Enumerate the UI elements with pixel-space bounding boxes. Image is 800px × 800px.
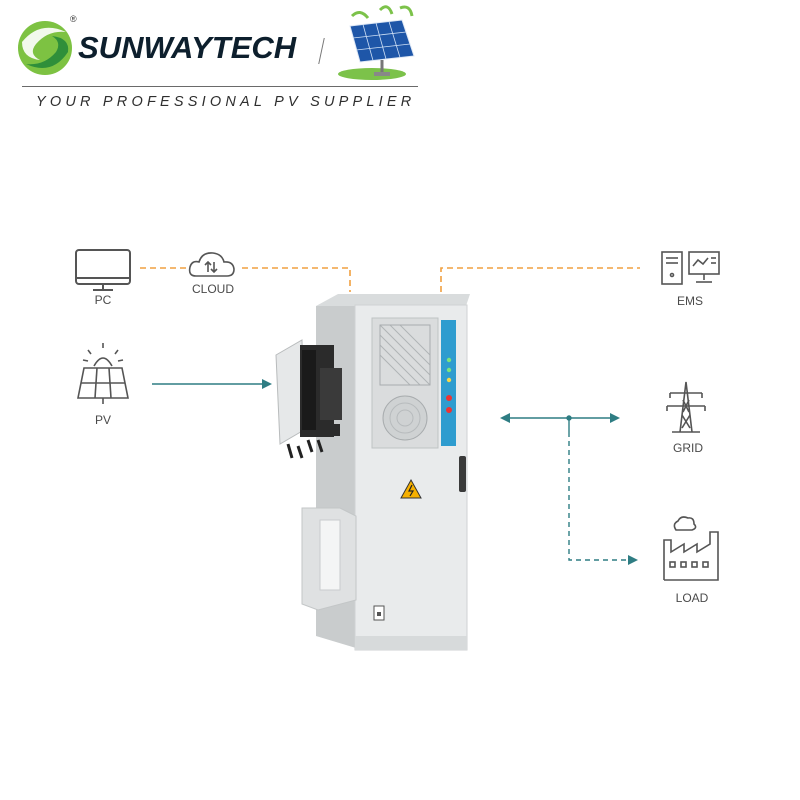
pv-label: PV bbox=[94, 413, 111, 427]
load-label: LOAD bbox=[675, 591, 709, 605]
brand-name: SUNWAYTECH bbox=[78, 30, 297, 65]
ems-label: EMS bbox=[676, 294, 703, 308]
grid-label: GRID bbox=[673, 441, 703, 455]
header-rule bbox=[22, 86, 418, 87]
pc-label: PC bbox=[94, 293, 112, 307]
brand-separator bbox=[318, 38, 325, 64]
tagline: YOUR PROFESSIONAL PV SUPPLIER bbox=[36, 94, 416, 110]
cloud-label: CLOUD bbox=[191, 282, 234, 296]
registered-mark: ® bbox=[70, 14, 77, 24]
